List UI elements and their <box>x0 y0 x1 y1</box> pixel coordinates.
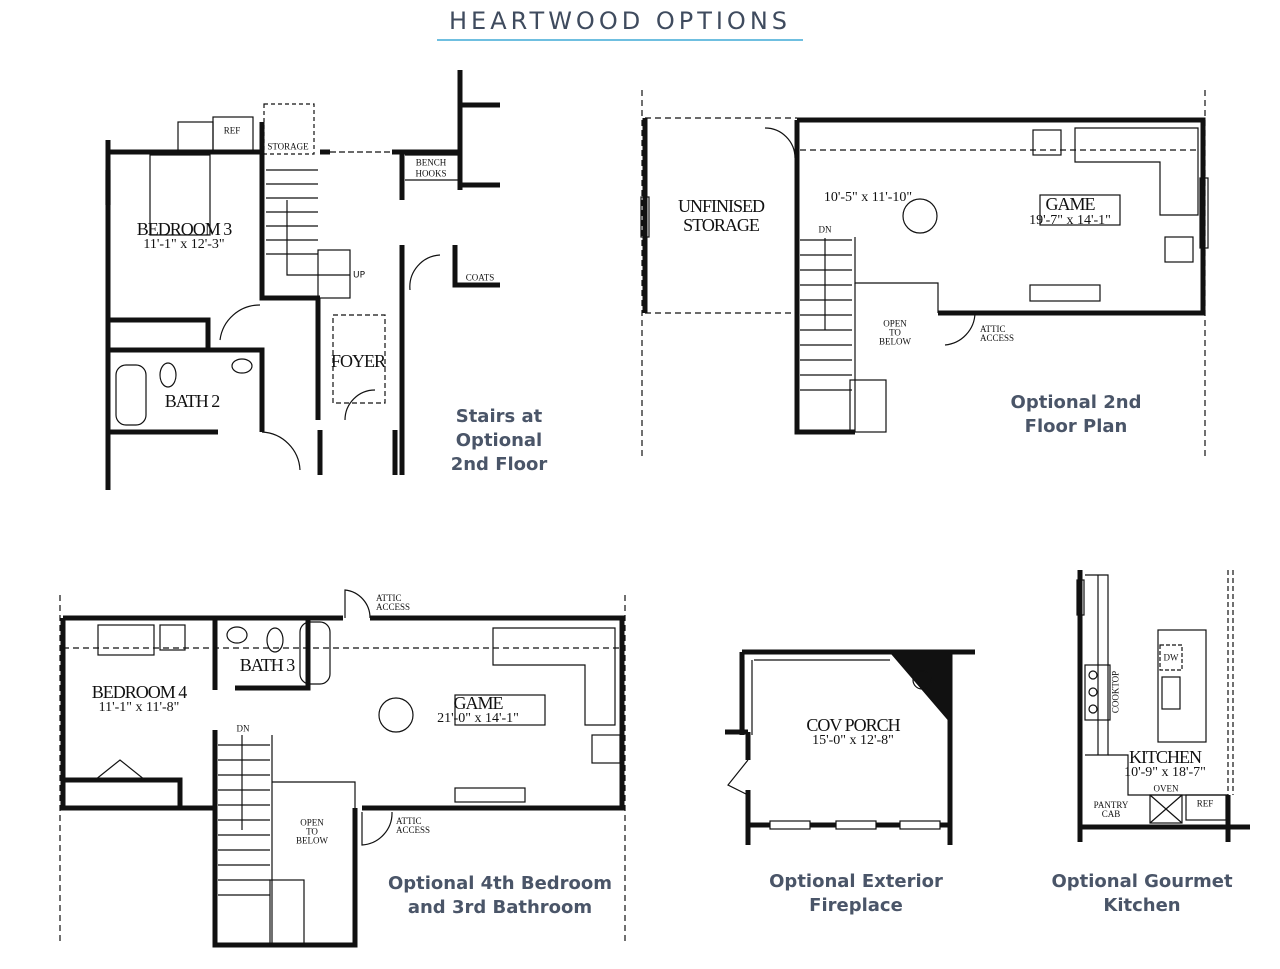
label-line: BELOW <box>879 336 911 347</box>
hooks-label: HOOKS <box>415 168 447 179</box>
fourth-bedroom-caption: Optional 4th Bedroom and 3rd Bathroom <box>388 872 612 920</box>
caption-line: Optional <box>455 430 543 451</box>
page-title: HEARTWOOD OPTIONS <box>448 7 792 35</box>
bedroom-4-label: BEDROOM 4 <box>91 682 188 702</box>
pantry-cab-label: PANTRY CAB <box>1094 801 1129 819</box>
caption-line: Floor Plan <box>1024 416 1128 437</box>
label-line: TO <box>306 826 318 837</box>
open-to-below-label: OPEN TO BELOW <box>296 817 328 846</box>
fourth-bedroom-plan <box>59 589 626 948</box>
dn-label: DN <box>818 224 832 235</box>
caption-line: Optional 4th Bedroom <box>387 873 613 894</box>
fireplace-caption: Optional Exterior Fireplace <box>769 870 943 918</box>
attic-access-top-label: ATTIC ACCESS <box>376 594 410 612</box>
label-line: UNFINISED <box>677 196 765 216</box>
stairs-caption: Stairs at Optional 2nd Floor <box>451 405 548 477</box>
kitchen-caption: Optional Gourmet Kitchen <box>1051 870 1232 918</box>
caption-line: Optional Gourmet <box>1051 871 1233 892</box>
caption-line: Kitchen <box>1103 895 1181 916</box>
bath-2-label: BATH 2 <box>164 391 221 411</box>
storage-label: STORAGE <box>267 141 309 152</box>
kitchen-label: KITCHEN <box>1129 747 1202 767</box>
cov-porch-label: COV PORCH <box>806 715 900 735</box>
label-line: ACCESS <box>375 602 411 612</box>
kitchen-dimensions: 10'-9" x 18'-7" <box>1124 765 1206 780</box>
label-line: OPEN <box>883 318 907 329</box>
label-line: BELOW <box>296 835 328 846</box>
bedroom-3-dimensions: 11'-1" x 12'-3" <box>143 237 225 252</box>
label-line: ATTIC <box>395 816 422 826</box>
open-to-below-label: OPEN TO BELOW <box>879 318 911 347</box>
up-label: UP <box>352 270 366 281</box>
oven-label: OVEN <box>1153 783 1179 794</box>
caption-line: and 3rd Bathroom <box>407 897 593 918</box>
foyer-label: FOYER <box>330 351 386 371</box>
bedroom-3-label: BEDROOM 3 <box>136 219 233 239</box>
attic-access-label: ATTIC ACCESS <box>980 325 1014 343</box>
bedroom-4-dimensions: 11'-1" x 11'-8" <box>98 700 180 715</box>
label-line: ATTIC <box>375 593 402 603</box>
label-line: ACCESS <box>979 333 1015 343</box>
coats-label: COATS <box>465 272 495 283</box>
caption-line: Fireplace <box>809 895 903 916</box>
cooktop-label: COOKTOP <box>1110 670 1121 714</box>
dw-label: DW <box>1163 652 1179 663</box>
stairs-plan <box>105 70 500 490</box>
dn-label: DN <box>236 723 250 734</box>
fireplace-plan <box>725 649 975 845</box>
label-line: STORAGE <box>683 215 760 235</box>
area-dimensions: 10'-5" x 11'-10" <box>823 190 913 205</box>
label-line: TO <box>889 327 901 338</box>
second-floor-plan <box>640 90 1209 460</box>
caption-line: Optional 2nd <box>1010 392 1142 413</box>
label-line: PANTRY <box>1093 800 1129 810</box>
label-line: ACCESS <box>395 825 431 835</box>
game-label: GAME <box>453 693 504 713</box>
ref-label: REF <box>1196 798 1214 809</box>
game-dimensions: 19'-7" x 14'-1" <box>1029 213 1111 228</box>
second-floor-caption: Optional 2nd Floor Plan <box>1011 391 1142 439</box>
bath-3-label: BATH 3 <box>239 655 296 675</box>
caption-line: 2nd Floor <box>450 454 548 475</box>
bench-label: BENCH <box>415 157 447 168</box>
label-line: CAB <box>1101 809 1121 819</box>
game-label: GAME <box>1045 194 1096 214</box>
label-line: OPEN <box>300 817 324 828</box>
caption-line: Stairs at <box>455 406 543 427</box>
cov-porch-dimensions: 15'-0" x 12'-8" <box>812 733 894 748</box>
attic-access-bottom-label: ATTIC ACCESS <box>396 817 430 835</box>
label-line: ATTIC <box>979 324 1006 334</box>
game-dimensions: 21'-0" x 14'-1" <box>437 711 519 726</box>
caption-line: Optional Exterior <box>769 871 943 892</box>
title-underline <box>437 39 803 41</box>
kitchen-plan <box>1076 570 1250 842</box>
unfinished-storage-label: UNFINISED STORAGE <box>677 196 765 235</box>
ref-label: REF <box>223 125 241 136</box>
